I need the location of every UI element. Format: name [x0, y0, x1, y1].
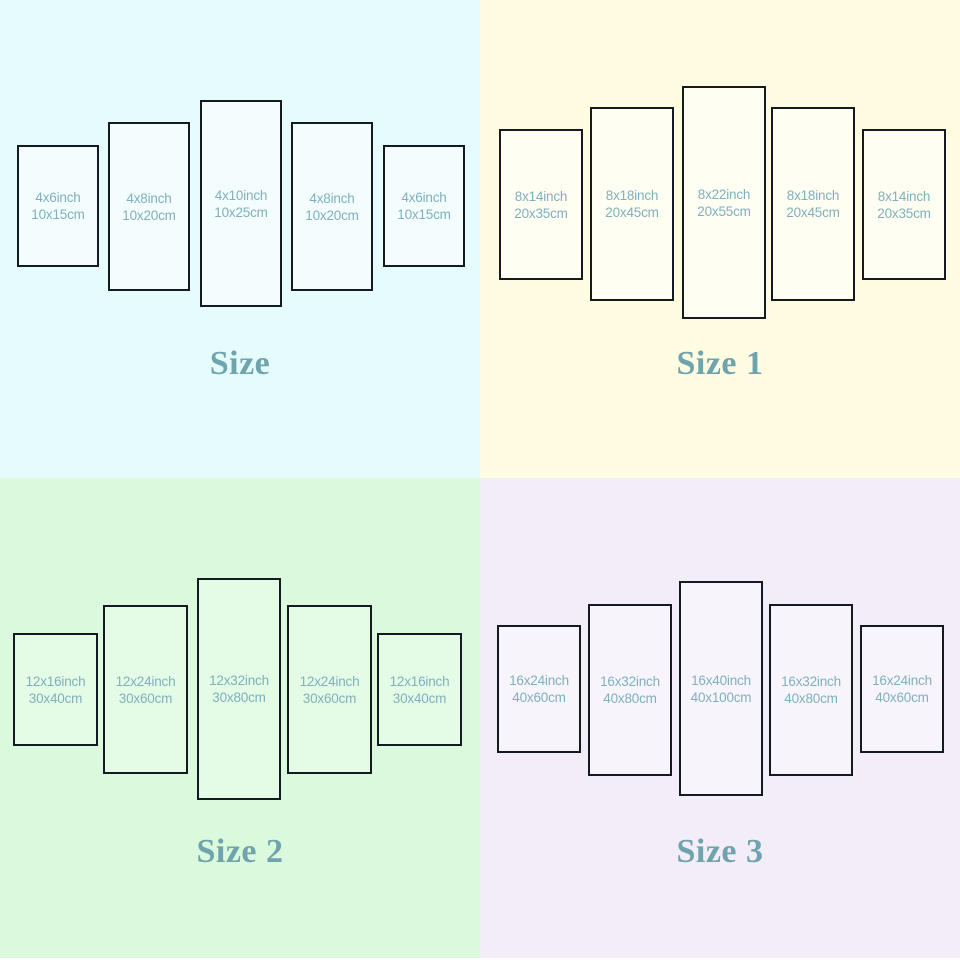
variant-label-0: Size	[209, 345, 271, 382]
panel-size-cm: 10x25cm	[214, 204, 268, 220]
panel-size-cm: 20x35cm	[877, 205, 931, 221]
panel-0: 16x24inch 40x60cm	[497, 625, 581, 753]
panel-size-inch: 8x14inch	[514, 188, 568, 204]
panel-size-cm: 10x20cm	[122, 207, 176, 223]
panel-size-inch: 4x8inch	[126, 190, 172, 206]
panel-size-text: 4x6inch 10x15cm	[31, 189, 85, 223]
panel-size-cm: 40x60cm	[875, 690, 929, 705]
panel-size-cm: 30x80cm	[212, 690, 266, 705]
panel-size-cm: 30x60cm	[118, 690, 173, 706]
panel-1: 16x32inch 40x80cm	[588, 604, 672, 776]
variant-label-1: Size 1	[676, 345, 764, 382]
panel-size-cm: 40x80cm	[784, 691, 838, 706]
panel-size-cm: 30x60cm	[302, 690, 357, 706]
panel-size-inch: 8x18inch	[786, 188, 840, 203]
variant-label-2: Size 2	[196, 833, 284, 870]
panel-size-cm: 20x45cm	[605, 205, 659, 220]
panel-group-3: 16x24inch 40x60cm 16x32inch 40x80cm 16x40inc…	[480, 478, 960, 878]
panel-size-inch: 4x8inch	[309, 190, 355, 206]
panel-0: 4x6inch 10x15cm	[17, 145, 99, 267]
size-variant-3: 16x24inch 40x60cm 16x32inch 40x80cm 16x40inc…	[480, 478, 960, 958]
panel-size-inch: 12x16inch	[389, 673, 450, 689]
panel-size-text: 8x18inch 20x45cm	[786, 187, 840, 221]
panel-size-cm: 10x15cm	[31, 207, 85, 222]
panel-size-text: 16x32inch 40x80cm	[781, 673, 841, 707]
panel-size-text: 16x32inch 40x80cm	[600, 673, 660, 707]
panel-size-inch: 4x10inch	[214, 187, 268, 203]
panel-size-cm: 20x45cm	[786, 205, 840, 220]
panel-4: 16x24inch 40x60cm	[860, 625, 944, 753]
panel-size-cm: 30x40cm	[392, 690, 447, 706]
panel-size-inch: 4x6inch	[35, 190, 81, 205]
panel-size-cm: 40x100cm	[690, 689, 752, 705]
panel-size-inch: 12x24inch	[299, 673, 360, 689]
panel-size-inch: 12x16inch	[25, 673, 86, 689]
panel-size-inch: 4x6inch	[401, 190, 447, 205]
panel-size-inch: 16x24inch	[509, 673, 569, 688]
panel-3: 8x18inch 20x45cm	[771, 107, 855, 301]
panel-size-inch: 12x24inch	[115, 673, 176, 689]
panel-size-inch: 16x32inch	[781, 674, 841, 689]
panel-size-text: 12x32inch 30x80cm	[209, 672, 269, 706]
panel-size-inch: 16x32inch	[600, 674, 660, 689]
panel-size-text: 16x24inch 40x60cm	[509, 672, 569, 706]
panel-size-inch: 8x22inch	[697, 186, 751, 202]
panel-size-cm: 10x20cm	[305, 207, 359, 223]
panel-size-inch: 16x40inch	[691, 672, 751, 688]
panel-size-text: 16x24inch 40x60cm	[872, 672, 932, 706]
panel-size-cm: 40x60cm	[512, 690, 566, 705]
panel-size-inch: 8x14inch	[877, 188, 931, 204]
panel-size-cm: 20x35cm	[514, 205, 568, 221]
panel-4: 4x6inch 10x15cm	[383, 145, 465, 267]
panel-size-inch: 8x18inch	[605, 188, 659, 203]
variant-label-3: Size 3	[676, 833, 764, 870]
panel-3: 16x32inch 40x80cm	[769, 604, 853, 776]
panel-size-inch: 12x32inch	[209, 673, 269, 688]
panel-size-cm: 20x55cm	[697, 203, 751, 219]
panel-size-cm: 30x40cm	[28, 690, 83, 706]
panel-size-cm: 10x15cm	[397, 207, 451, 222]
panel-size-inch: 16x24inch	[872, 673, 932, 688]
panel-size-text: 8x18inch 20x45cm	[605, 187, 659, 221]
panel-1: 8x18inch 20x45cm	[590, 107, 674, 301]
panel-size-text: 4x6inch 10x15cm	[397, 189, 451, 223]
panel-2: 12x32inch 30x80cm	[197, 578, 281, 800]
panel-size-cm: 40x80cm	[603, 691, 657, 706]
